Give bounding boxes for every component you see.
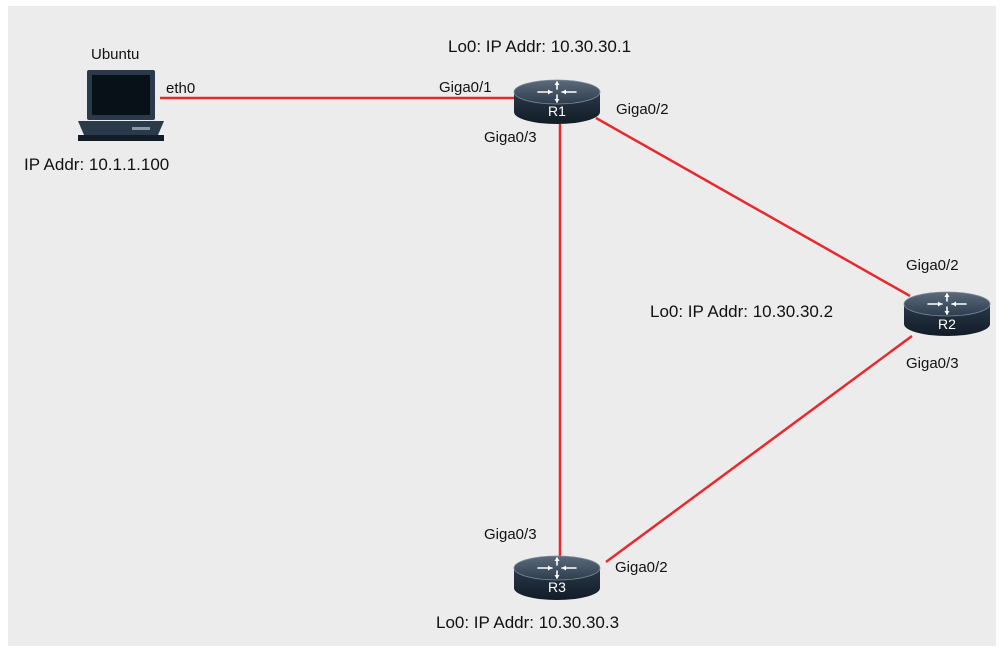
r1-name-label: R1 [548, 103, 566, 119]
router-r1[interactable]: Lo0: IP Addr: 10.30.30.1 R1 Giga0/1 Giga… [439, 37, 669, 146]
r3-loopback-label: Lo0: IP Addr: 10.30.30.3 [436, 613, 619, 632]
r1-loopback-label: Lo0: IP Addr: 10.30.30.1 [448, 37, 631, 56]
r3-port-giga0-3-label: Giga0/3 [484, 526, 537, 543]
router-r2[interactable]: Giga0/2 Lo0: IP Addr: 10.30.30.2 R2 Giga… [650, 257, 991, 372]
r2-loopback-label: Lo0: IP Addr: 10.30.30.2 [650, 302, 833, 321]
link-r2-r3 [605, 334, 913, 564]
r1-port-giga0-2-label: Giga0/2 [616, 101, 669, 118]
laptop-icon [78, 70, 164, 141]
host-ubuntu[interactable]: Ubuntu eth0 IP Addr: 10.1.1.100 [24, 46, 195, 174]
router-r3[interactable]: Giga0/3 R3 Giga0/2 Lo0: IP Addr: 10.30.3… [436, 526, 668, 632]
host-name-label: Ubuntu [91, 46, 139, 63]
topology-canvas: Ubuntu eth0 IP Addr: 10.1.1.100 Lo0: IP … [8, 6, 996, 646]
links-layer [160, 96, 913, 564]
r1-port-giga0-1-label: Giga0/1 [439, 79, 492, 96]
host-interface-label: eth0 [166, 80, 195, 97]
r3-name-label: R3 [548, 579, 566, 595]
r2-port-giga0-3-label: Giga0/3 [906, 355, 959, 372]
host-ip-label: IP Addr: 10.1.1.100 [24, 155, 169, 174]
r2-port-giga0-2-label: Giga0/2 [906, 257, 959, 274]
link-r1-r2 [595, 116, 911, 298]
r1-port-giga0-3-label: Giga0/3 [484, 129, 537, 146]
r3-port-giga0-2-label: Giga0/2 [615, 559, 668, 576]
r2-name-label: R2 [938, 316, 956, 332]
network-topology-diagram: Ubuntu eth0 IP Addr: 10.1.1.100 Lo0: IP … [24, 37, 991, 632]
